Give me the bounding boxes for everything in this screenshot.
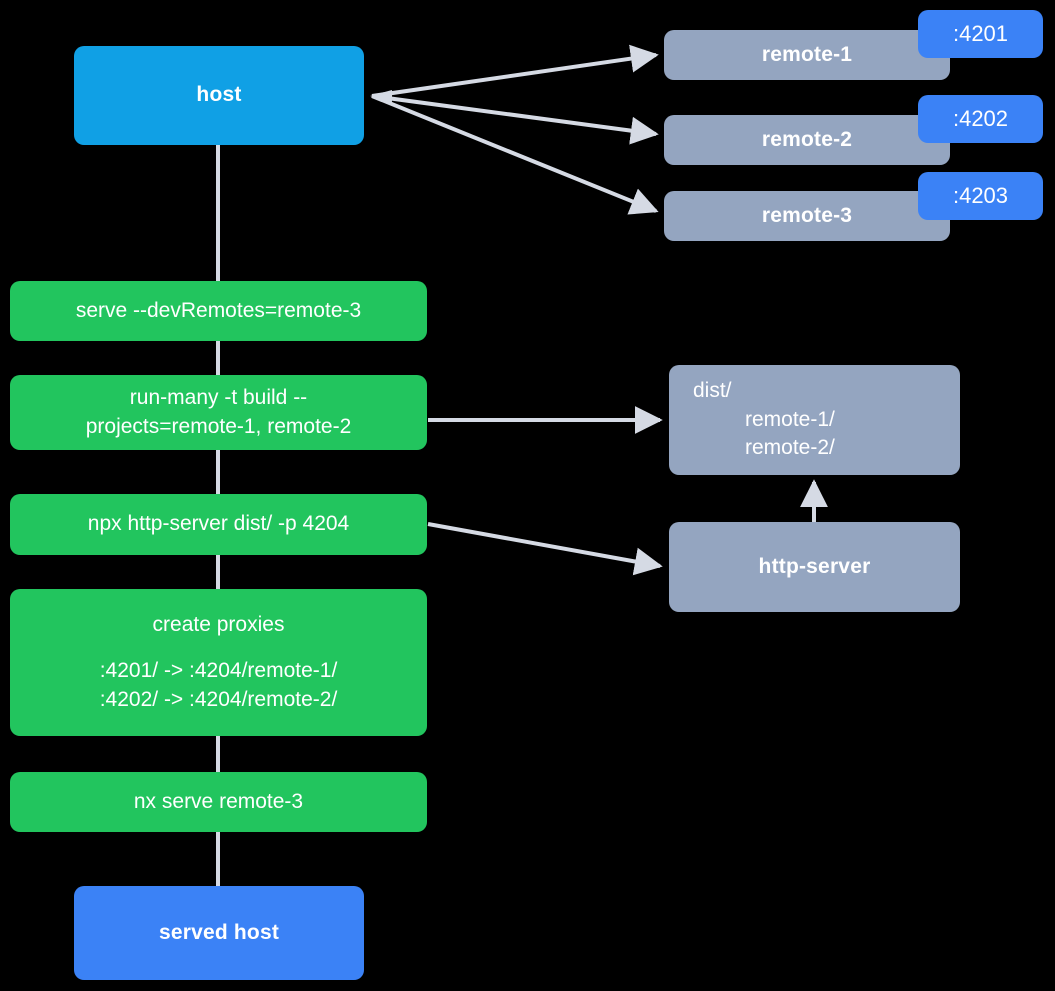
node-command-serve[interactable]: serve --devRemotes=remote-3 <box>10 281 427 341</box>
command-npx-label: npx http-server dist/ -p 4204 <box>87 512 350 536</box>
node-served-host[interactable]: served host <box>74 886 364 980</box>
port-badge-remote-3-label: :4203 <box>952 183 1009 208</box>
dist-folder-line-1: dist/ <box>693 379 732 403</box>
node-host[interactable]: host <box>74 46 364 145</box>
node-remote-2-label: remote-2 <box>761 127 853 151</box>
node-remote-2[interactable]: remote-2 <box>664 115 950 165</box>
node-host-label: host <box>196 83 242 107</box>
edge-npx-to-httpserver <box>427 522 663 576</box>
node-remote-3[interactable]: remote-3 <box>664 191 950 241</box>
node-http-server-label: http-server <box>758 554 871 578</box>
node-dist-folder[interactable]: dist/ remote-1/ remote-2/ <box>669 365 960 475</box>
create-proxies-mapping-1: :4201/ -> :4204/remote-1/ <box>99 659 338 683</box>
command-run-many-line1: run-many -t build -- <box>129 386 308 410</box>
port-badge-remote-1-label: :4201 <box>952 21 1009 46</box>
command-nx-serve-label: nx serve remote-3 <box>133 789 304 813</box>
node-command-create-proxies[interactable]: create proxies :4201/ -> :4204/remote-1/… <box>10 589 427 736</box>
port-badge-remote-3[interactable]: :4203 <box>918 172 1043 220</box>
port-badge-remote-1[interactable]: :4201 <box>918 10 1043 58</box>
create-proxies-title: create proxies <box>152 612 285 636</box>
node-served-host-label: served host <box>158 920 280 944</box>
host-to-remote-edges <box>370 44 659 215</box>
dist-folder-line-3: remote-2/ <box>745 436 835 460</box>
node-http-server[interactable]: http-server <box>669 522 960 612</box>
dist-folder-line-2: remote-1/ <box>745 407 835 431</box>
port-badge-remote-2-label: :4202 <box>952 106 1009 131</box>
command-serve-label: serve --devRemotes=remote-3 <box>75 298 362 322</box>
node-command-run-many[interactable]: run-many -t build -- projects=remote-1, … <box>10 375 427 450</box>
node-command-nx-serve-remote-3[interactable]: nx serve remote-3 <box>10 772 427 832</box>
command-run-many-line2: projects=remote-1, remote-2 <box>85 414 352 438</box>
node-remote-3-label: remote-3 <box>761 203 853 227</box>
create-proxies-mapping-2: :4202/ -> :4204/remote-2/ <box>99 687 338 711</box>
node-command-npx-http-server[interactable]: npx http-server dist/ -p 4204 <box>10 494 427 555</box>
port-badge-remote-2[interactable]: :4202 <box>918 95 1043 143</box>
node-remote-1-label: remote-1 <box>761 42 853 66</box>
node-remote-1[interactable]: remote-1 <box>664 30 950 80</box>
